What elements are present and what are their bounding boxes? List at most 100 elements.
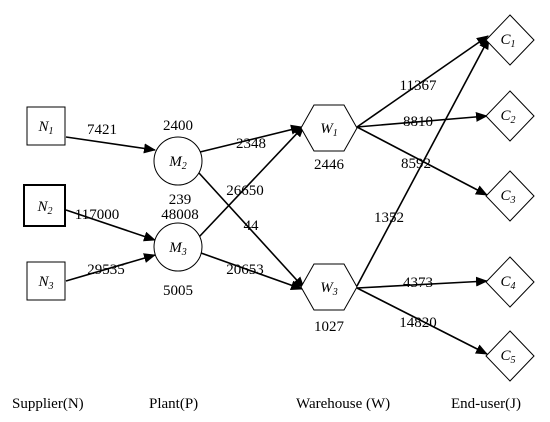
edge-label-w1-c2: 8810: [403, 114, 433, 130]
svg-text:W3: W3: [320, 280, 338, 298]
edge-line: [356, 287, 488, 355]
capacity-m3-bottom: 5005: [163, 283, 193, 299]
edge-w1-c2: [356, 111, 488, 128]
edge-line: [65, 253, 156, 282]
node-letter: W: [320, 280, 334, 296]
node-subscript: 2: [182, 161, 187, 172]
edge-line: [65, 209, 156, 242]
edge-line: [198, 172, 305, 289]
node-letter: M: [168, 154, 183, 170]
node-subscript: 3: [332, 287, 338, 298]
node-subscript: 2: [511, 115, 516, 126]
tier-label-supplier: Supplier(N): [12, 396, 84, 412]
node-plant-m2: M2: [153, 136, 203, 186]
svg-text:N3: N3: [37, 274, 53, 292]
edge-w3-c5: [356, 287, 488, 355]
node-letter: C: [500, 32, 511, 48]
flow-labels: 7421 117000 29535 2348 44 26650 20653 11…: [75, 78, 437, 331]
node-enduser-c4: C4: [485, 256, 535, 308]
node-subscript: 4: [511, 281, 516, 292]
node-warehouse-w3: W3: [300, 263, 358, 311]
tier-label-plant: Plant(P): [149, 396, 198, 412]
svg-text:N1: N1: [37, 119, 53, 137]
edge-label-m3-w1: 26650: [226, 183, 264, 199]
edge-line: [356, 276, 488, 289]
capacity-labels: 2400 239 48008 5005 2446 1027: [161, 118, 344, 335]
svg-text:M3: M3: [168, 240, 187, 258]
svg-text:M2: M2: [168, 154, 187, 172]
svg-text:C4: C4: [500, 274, 515, 292]
node-letter: W: [320, 121, 334, 137]
edge-n1-m2: [65, 136, 156, 154]
node-supplier-n3: N3: [26, 261, 66, 301]
node-letter: C: [500, 108, 511, 124]
edge-label-m2-w1: 2348: [236, 136, 266, 152]
edge-line: [356, 111, 488, 128]
node-supplier-n1: N1: [26, 106, 66, 146]
node-letter: C: [500, 188, 511, 204]
edge-m2-w3: [198, 172, 305, 289]
node-subscript: 1: [511, 39, 516, 50]
nodes-layer: N1 N2 N3 M2 M3: [23, 14, 535, 382]
node-plant-m3: M3: [153, 222, 203, 272]
edge-label-n2-m3: 117000: [75, 207, 119, 223]
tier-label-enduser: End-user(J): [451, 396, 521, 412]
svg-text:C3: C3: [500, 188, 515, 206]
node-letter: M: [168, 240, 183, 256]
edge-line: [199, 124, 303, 153]
node-enduser-c1: C1: [485, 14, 535, 66]
node-enduser-c3: C3: [485, 170, 535, 222]
node-subscript: 1: [49, 126, 54, 137]
edge-line: [356, 35, 489, 128]
edge-w3-c1: [356, 37, 490, 287]
edge-w3-c4: [356, 276, 488, 289]
node-subscript: 5: [511, 355, 516, 366]
node-letter: C: [500, 348, 511, 364]
edge-m3-w3: [200, 252, 303, 291]
capacity-m2-bottom: 239: [169, 192, 192, 208]
capacity-m2-top: 2400: [163, 118, 193, 134]
node-letter: C: [500, 274, 511, 290]
svg-text:C1: C1: [500, 32, 515, 50]
node-enduser-c2: C2: [485, 90, 535, 142]
edge-label-w1-c1: 11367: [400, 78, 437, 94]
capacity-w3-bottom: 1027: [314, 319, 345, 335]
edge-label-m3-w3: 20653: [226, 262, 264, 278]
svg-text:W1: W1: [320, 121, 338, 139]
capacity-w1-bottom: 2446: [314, 157, 345, 173]
node-subscript: 2: [48, 206, 53, 217]
edge-label-n1-m2: 7421: [87, 122, 117, 138]
edge-line: [65, 136, 156, 154]
node-enduser-c5: C5: [485, 330, 535, 382]
node-letter: N: [36, 199, 48, 215]
edge-line: [356, 37, 490, 287]
node-subscript: 3: [48, 281, 54, 292]
edge-line: [356, 126, 488, 196]
svg-text:N2: N2: [36, 199, 52, 217]
edge-line: [198, 125, 305, 238]
node-subscript: 1: [333, 128, 338, 139]
edge-label-w1-c3: 8592: [401, 156, 431, 172]
edge-label-m2-w3: 44: [244, 218, 260, 234]
node-warehouse-w1: W1: [300, 104, 358, 152]
node-supplier-n2: N2: [23, 184, 66, 227]
edge-label-w3-c4: 4373: [403, 275, 433, 291]
capacity-m3-top: 48008: [161, 207, 199, 223]
node-subscript: 3: [181, 247, 187, 258]
edge-line: [200, 252, 303, 291]
edges-layer: [65, 35, 490, 355]
edge-label-w3-c1: 1352: [374, 210, 404, 226]
edge-label-w3-c5: 14820: [399, 315, 437, 331]
svg-text:C5: C5: [500, 348, 515, 366]
tier-labels: Supplier(N) Plant(P) Warehouse (W) End-u…: [12, 396, 521, 412]
node-letter: N: [37, 274, 49, 290]
node-letter: N: [37, 119, 49, 135]
edge-label-n3-m3: 29535: [87, 262, 125, 278]
edge-w1-c3: [356, 126, 488, 196]
edge-n2-m3: [65, 209, 156, 242]
node-subscript: 3: [510, 195, 516, 206]
edge-m3-w1: [198, 125, 305, 238]
edge-m2-w1: [199, 124, 303, 153]
edge-n3-m3: [65, 253, 156, 282]
